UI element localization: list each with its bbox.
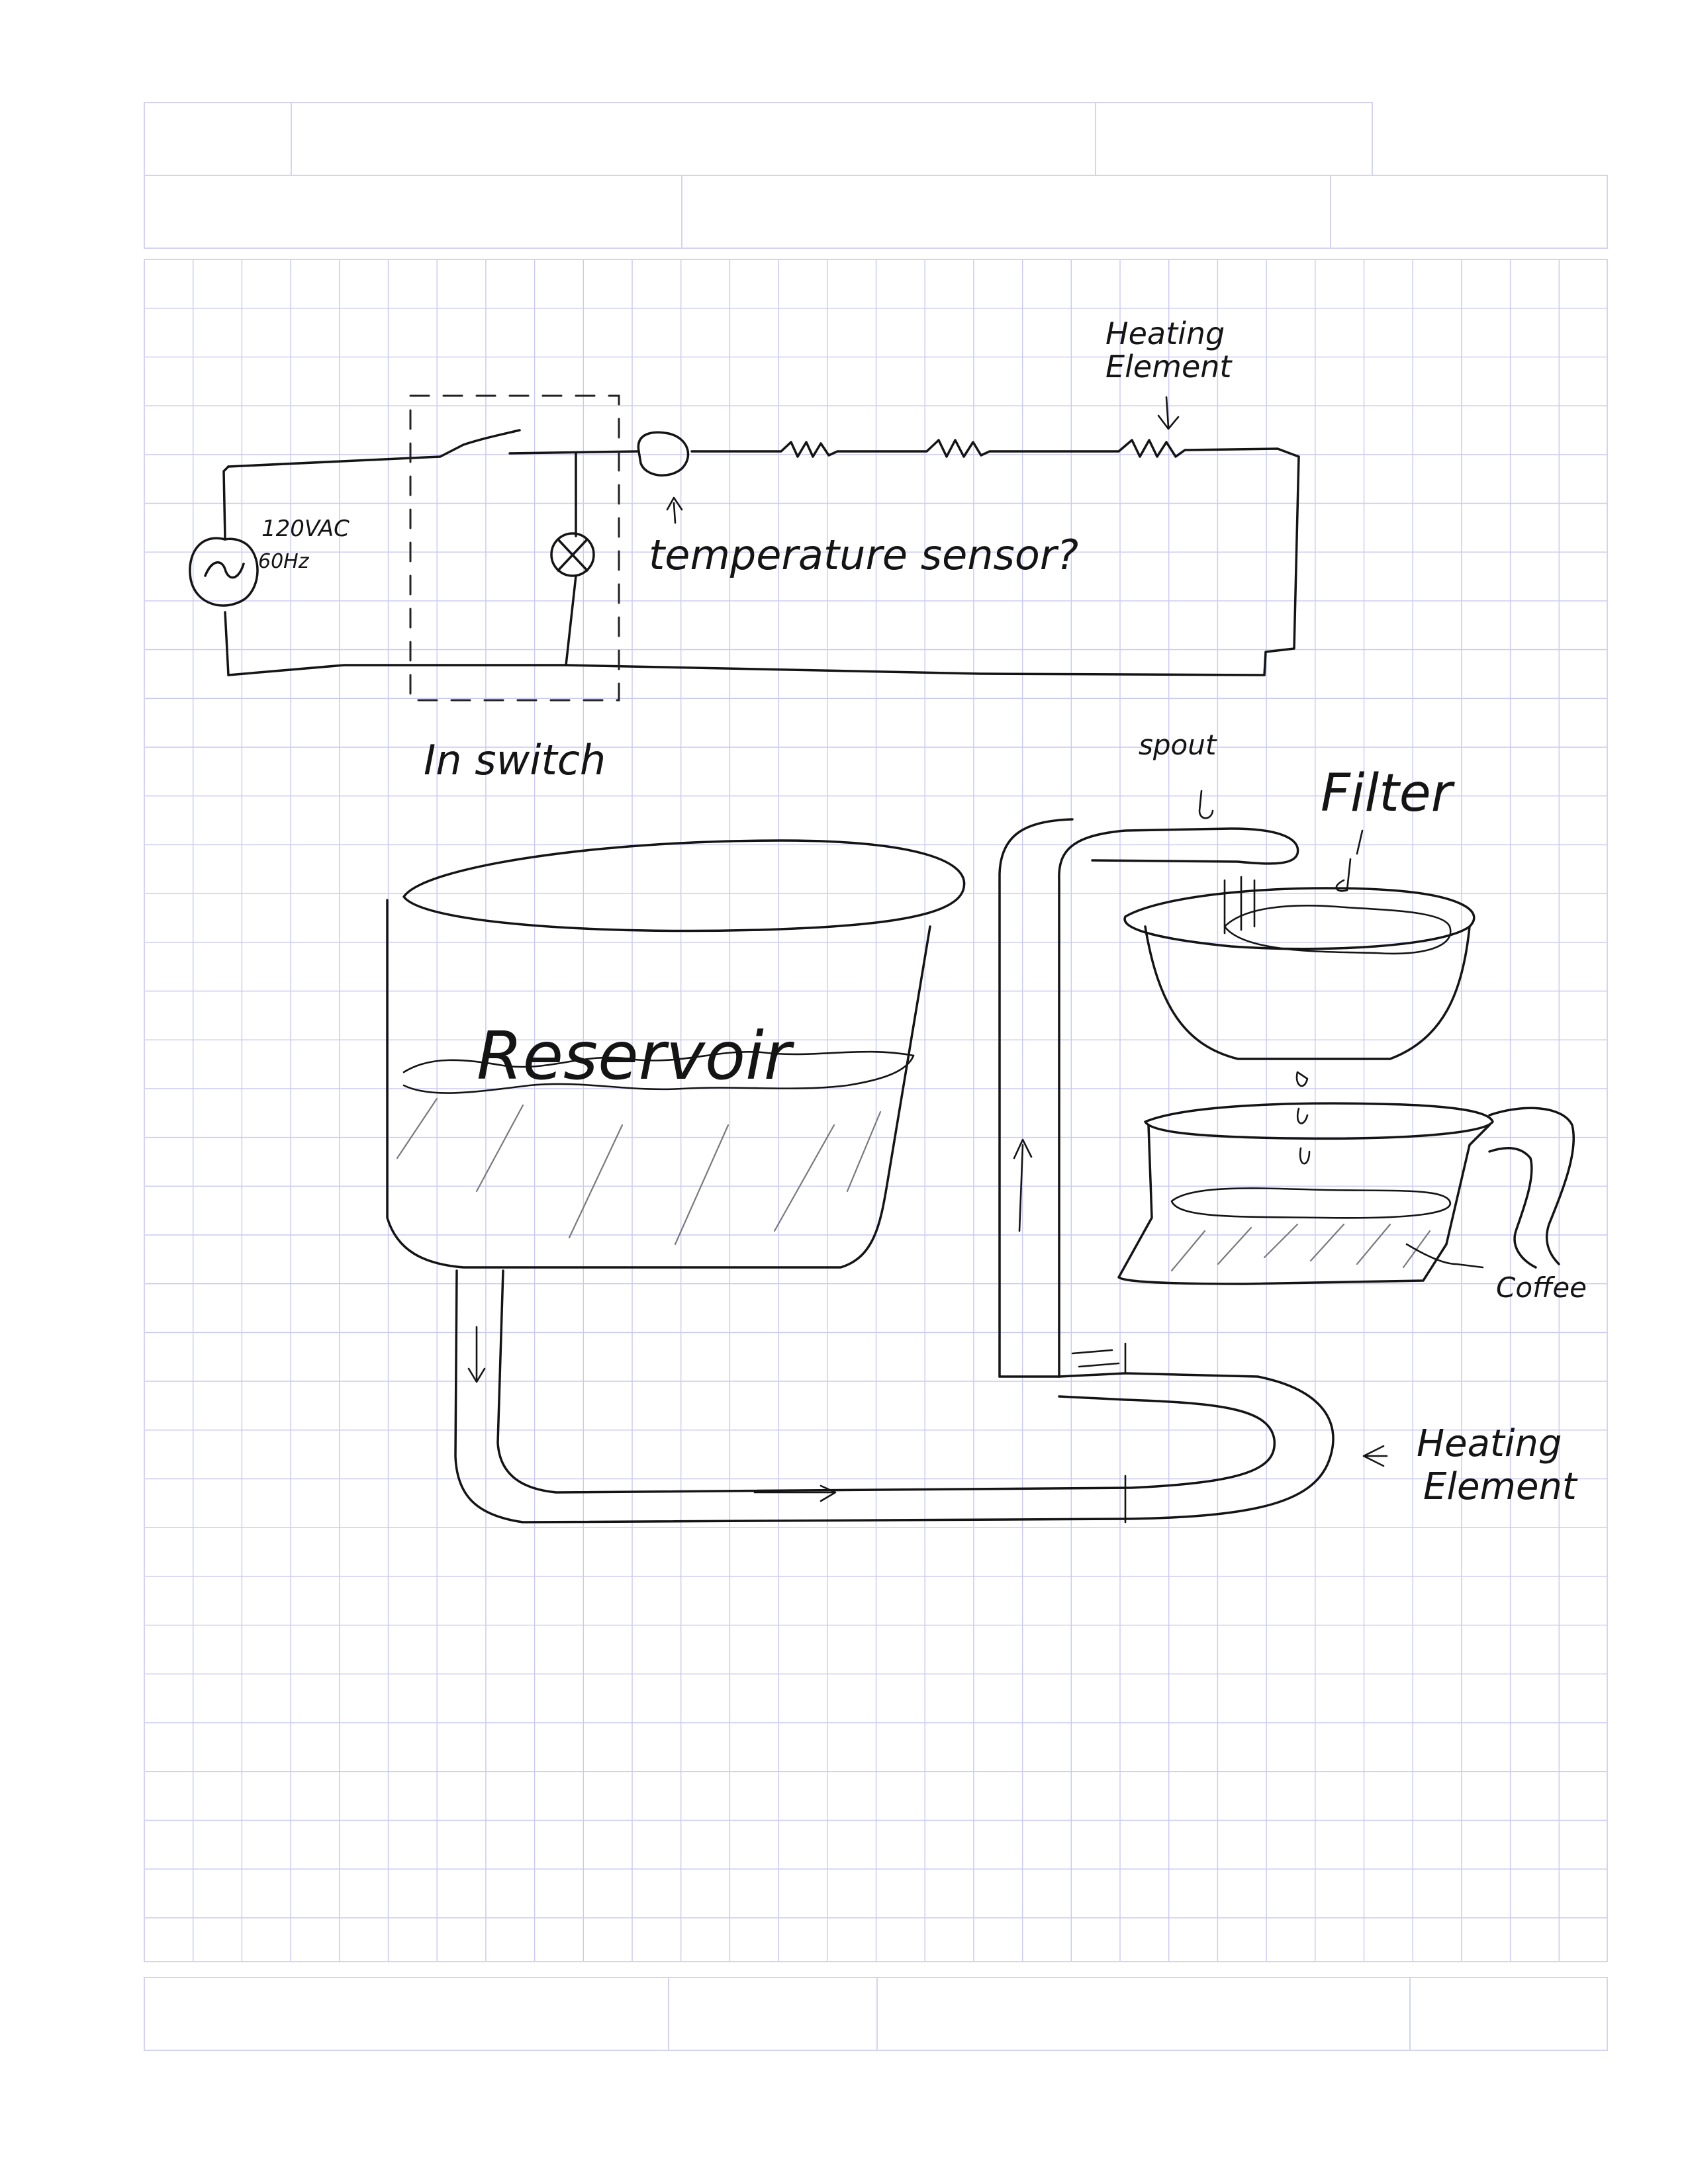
label-heating-element-bottom-line2: Element — [1423, 1465, 1578, 1508]
spout-drip-icon — [1198, 790, 1214, 819]
reservoir — [386, 839, 966, 1269]
label-heating-element-bottom-line1: Heating — [1417, 1422, 1562, 1465]
heating-element-resistor — [690, 439, 1300, 458]
handwritten-labels: 120VAC 60Hz Heating Element temperature … — [258, 316, 1587, 1508]
ac-source-icon — [189, 537, 259, 607]
coffee-maker-sketch — [386, 790, 1575, 1524]
label-source-voltage: 120VAC — [261, 516, 350, 542]
switch-dashed-box — [409, 394, 620, 702]
lamp-icon — [550, 532, 595, 577]
sensor-arrow-icon — [666, 496, 683, 524]
flow-arrow-down-icon — [467, 1326, 486, 1383]
water-tube — [454, 790, 1388, 1524]
coffee-drips — [1295, 1071, 1311, 1165]
flow-arrow-right-icon — [753, 1484, 837, 1502]
temperature-sensor-icon — [637, 431, 690, 477]
label-temperature-sensor: temperature sensor? — [649, 531, 1078, 579]
wire-top-left — [227, 429, 521, 468]
heating-element-arrow-icon — [1157, 396, 1180, 430]
label-heating-element-top-line1: Heating — [1105, 316, 1225, 351]
label-coffee: Coffee — [1496, 1271, 1587, 1304]
heating-element-pointer-icon — [1362, 1445, 1388, 1467]
wire-right-vertical — [1263, 455, 1300, 676]
label-filter: Filter — [1321, 764, 1456, 823]
wire-left-bottom — [224, 611, 230, 676]
coffee-pointer-icon — [1405, 1243, 1484, 1269]
circuit-diagram — [189, 394, 1300, 702]
filter-basket — [1123, 829, 1476, 1060]
flow-arrow-up-icon — [1013, 1138, 1033, 1232]
wire-bottom — [227, 664, 1266, 676]
coffee-pot — [1117, 1102, 1575, 1285]
label-spout: spout — [1139, 729, 1217, 761]
heating-element-coil-mark — [1071, 1342, 1127, 1375]
label-source-frequency: 60Hz — [258, 550, 310, 573]
footer-boxes — [144, 1977, 1608, 2051]
label-heating-element-top-line2: Element — [1105, 349, 1233, 385]
wire-lamp-branch — [565, 452, 577, 666]
header-boxes — [144, 102, 1608, 249]
wire-top-after-switch — [508, 450, 640, 455]
label-switch: In switch — [424, 736, 606, 784]
label-reservoir: Reservoir — [477, 1017, 795, 1095]
wire-left-vertical — [222, 465, 230, 541]
grid-border — [144, 259, 1608, 1962]
graph-paper-grid — [144, 259, 1607, 1962]
